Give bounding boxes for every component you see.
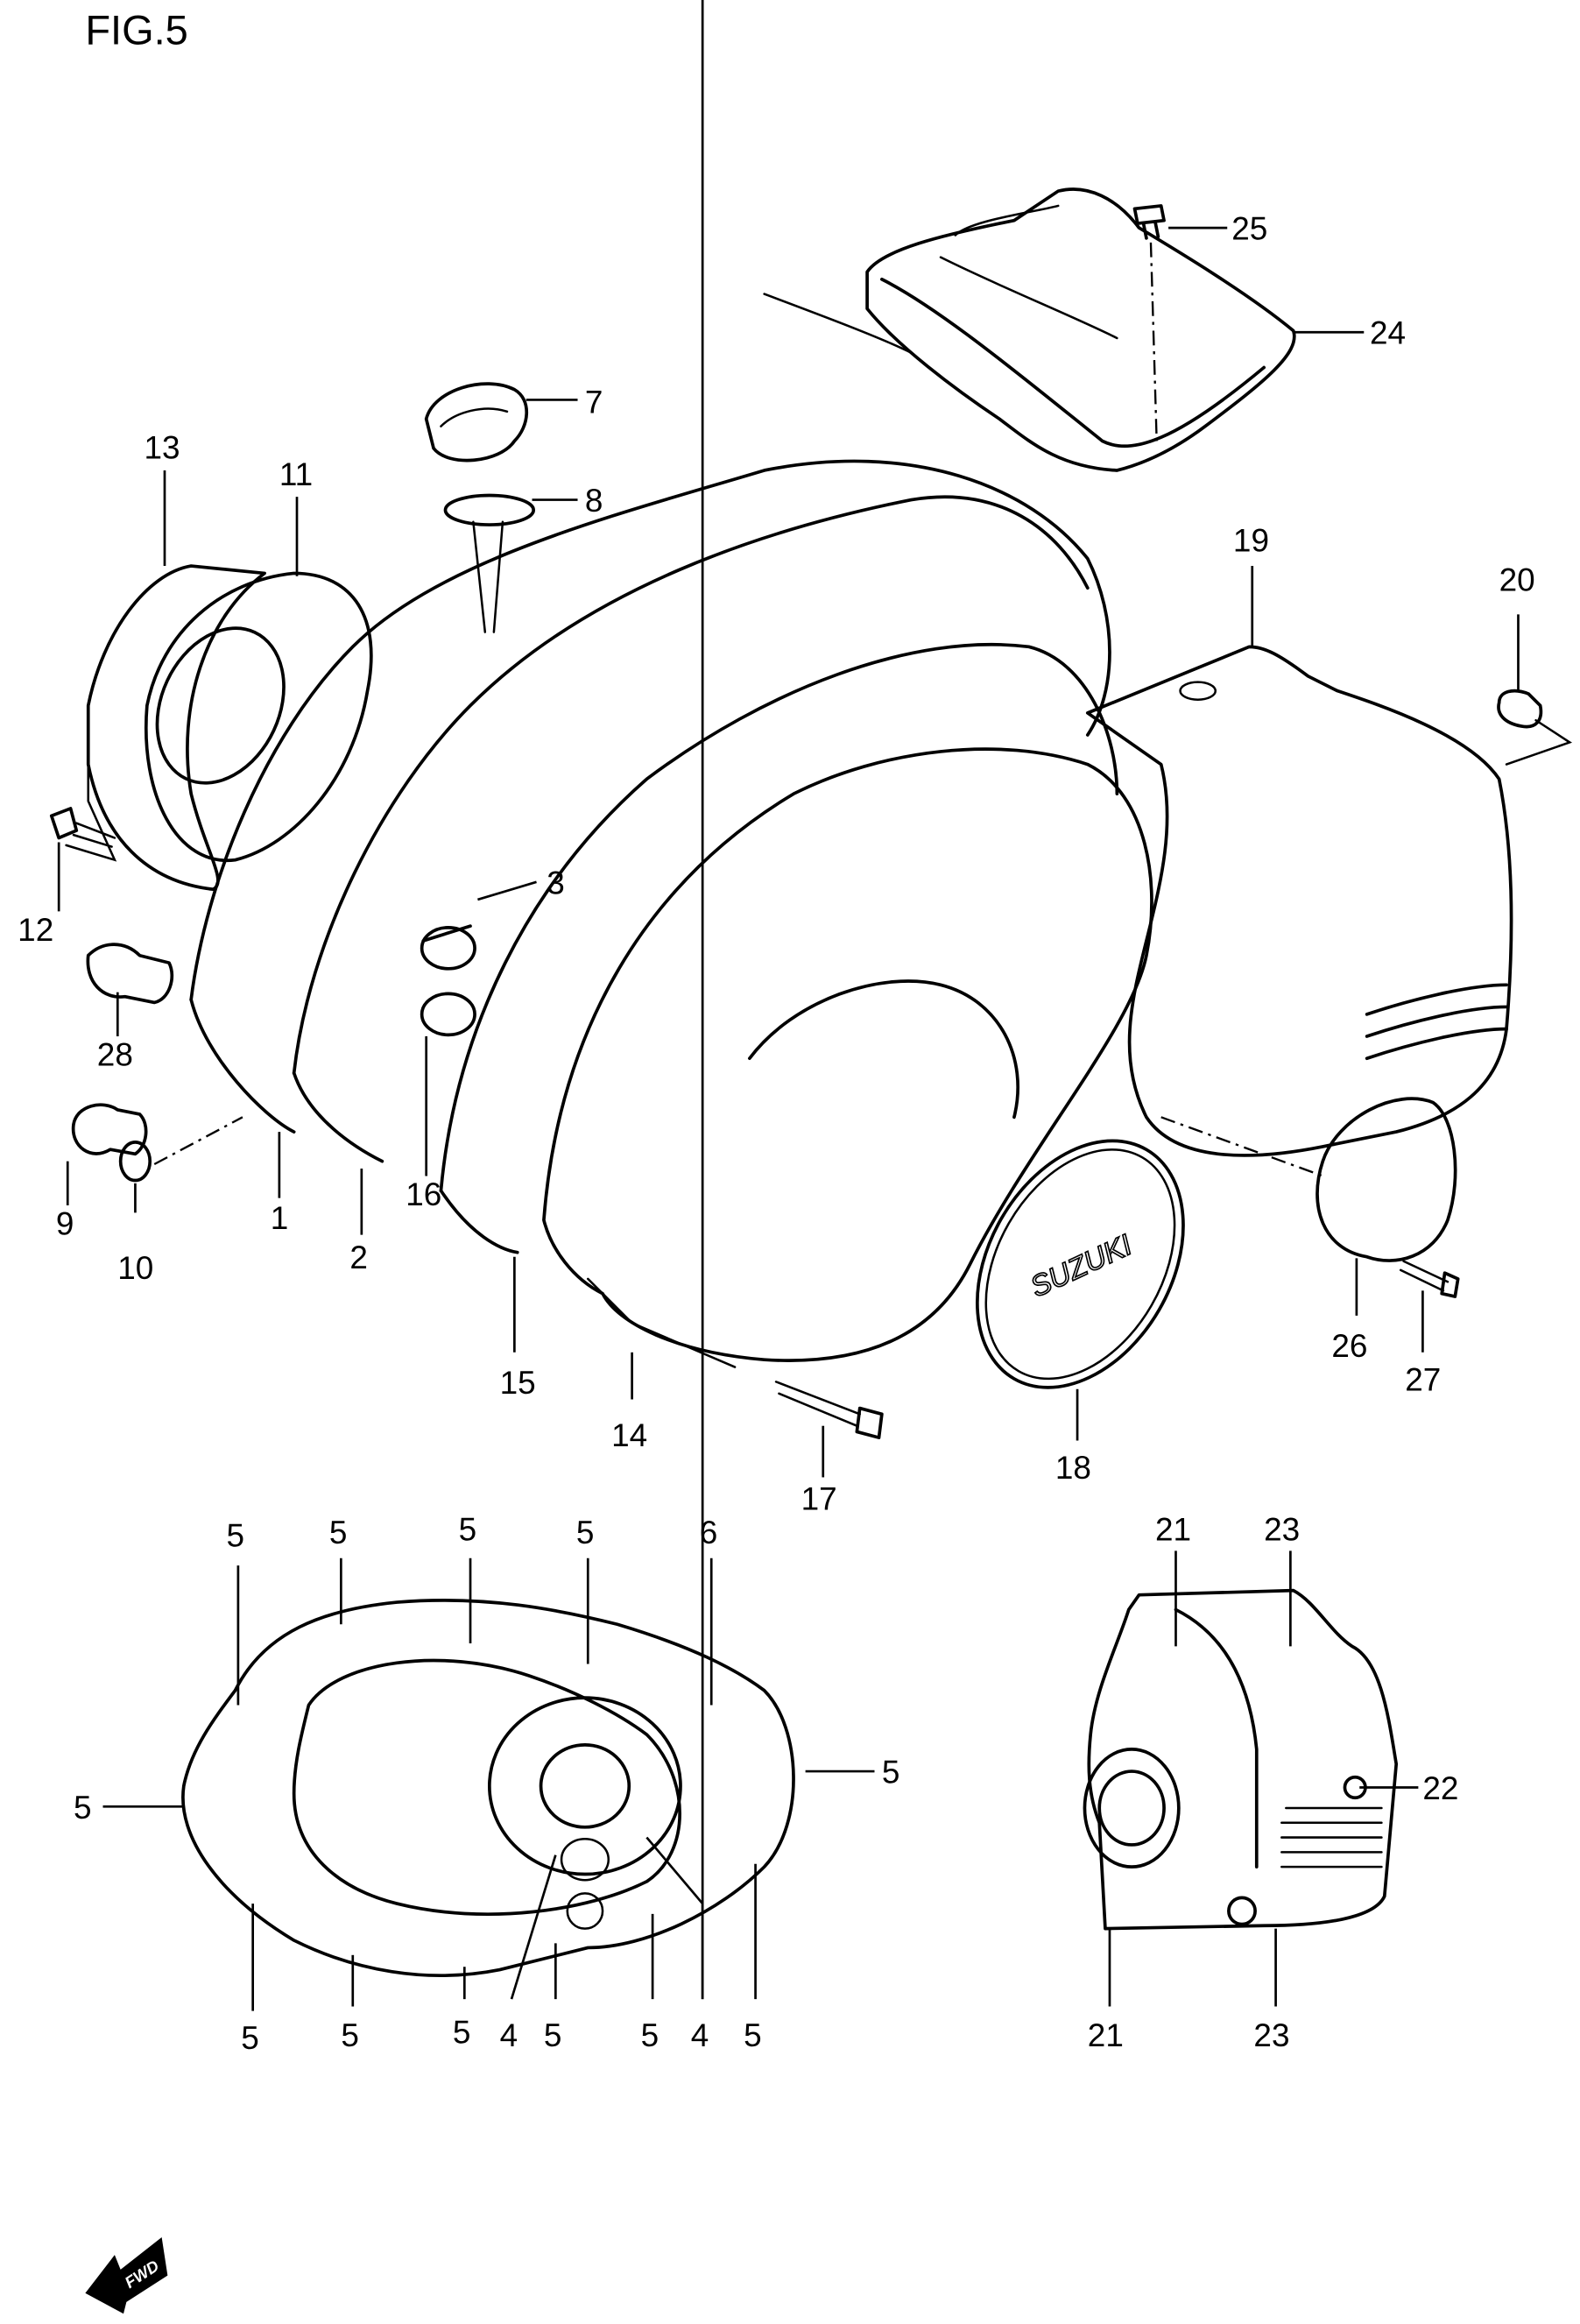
label-part-19: 19 — [1233, 522, 1269, 558]
part-8-o-ring — [443, 493, 536, 526]
leader-gasket-bottom-4 — [510, 1854, 557, 2000]
gasket-label-top-4: 5 — [576, 1515, 595, 1551]
label-part-8: 8 — [585, 483, 603, 519]
part-24-cover — [763, 187, 1296, 472]
label-part-20: 20 — [1499, 562, 1535, 598]
gasket-label-bottom-4: 4 — [500, 2017, 518, 2053]
part-17-bolt — [774, 1381, 884, 1439]
gasket-label-right: 5 — [882, 1754, 900, 1790]
gasket-label-bottom-5: 5 — [544, 2017, 562, 2053]
gasket-label-bottom-3: 5 — [453, 2014, 471, 2050]
cover-label-bottom-23: 23 — [1253, 2017, 1289, 2053]
label-part-12: 12 — [18, 912, 53, 948]
part-22-hole — [1343, 1775, 1367, 1800]
label-part-24: 24 — [1370, 315, 1406, 351]
part-14-clutch-cover — [542, 747, 1153, 1368]
label-part-26: 26 — [1331, 1328, 1367, 1364]
gasket-label-top-5: 6 — [700, 1515, 718, 1551]
label-part-25: 25 — [1231, 211, 1267, 247]
label-part-28: 28 — [97, 1037, 133, 1073]
part-16-dowel — [420, 992, 476, 1037]
assembly-line-13 — [65, 755, 117, 862]
cover-label-top-21: 21 — [1155, 1512, 1191, 1548]
emblem-text: SUZUKI — [1026, 1229, 1137, 1304]
part-15-gasket — [439, 642, 1119, 1193]
gasket-label-bottom-7: 4 — [691, 2017, 709, 2053]
cover-label-bottom-21: 21 — [1088, 2017, 1124, 2053]
label-part-1: 1 — [271, 1200, 289, 1236]
cover-label-top-23: 23 — [1264, 1512, 1300, 1548]
gasket-label-top-3: 5 — [459, 1512, 477, 1548]
part-26-cap — [1315, 1097, 1457, 1262]
dipstick — [472, 520, 504, 633]
part-20-bushing — [1497, 689, 1543, 729]
label-part-14: 14 — [611, 1417, 647, 1453]
label-part-11: 11 — [279, 456, 313, 492]
label-part-18: 18 — [1055, 1450, 1091, 1486]
part-25-bolt — [1132, 204, 1166, 240]
assembly-line-20 — [1505, 718, 1573, 766]
gasket-label-bottom-8: 5 — [744, 2017, 762, 2053]
label-part-2: 2 — [349, 1240, 368, 1275]
part-3-dowel — [420, 924, 476, 971]
label-part-9: 9 — [56, 1206, 74, 1242]
part-18-emblem: SUZUKI — [976, 1139, 1185, 1389]
gasket-label-bottom-1: 5 — [241, 2020, 259, 2056]
label-part-17: 17 — [801, 1480, 837, 1516]
label-part-16: 16 — [406, 1176, 441, 1212]
part-9-drain-plug — [71, 1103, 148, 1156]
label-part-15: 15 — [500, 1365, 536, 1401]
forward-direction-arrow: FWD — [85, 2236, 168, 2314]
label-part-10: 10 — [117, 1250, 153, 1286]
part-1-crankcase — [189, 459, 1111, 1134]
label-part-13: 13 — [144, 430, 180, 466]
gasket-label-top-1: 5 — [226, 1517, 244, 1553]
part-7-oil-cap — [424, 382, 529, 463]
part-10-washer — [118, 1141, 152, 1183]
gasket-label-top-2: 5 — [329, 1515, 348, 1551]
label-part-27: 27 — [1405, 1361, 1441, 1397]
gasket-detail — [181, 1599, 795, 1977]
label-part-7: 7 — [585, 385, 603, 420]
figure-title: FIG.5 — [85, 6, 187, 53]
leader-gasket-bottom-7b — [645, 1836, 704, 2000]
part-12-bolt — [49, 807, 116, 848]
centerline-9-10 — [153, 1116, 243, 1166]
part-13-cover — [86, 564, 266, 892]
part-27-screw — [1399, 1260, 1460, 1298]
cover-detail — [1083, 1588, 1399, 1931]
part-28-switch — [86, 943, 174, 1005]
gasket-label-left: 5 — [74, 1790, 92, 1826]
leader-3 — [477, 880, 537, 901]
gasket-label-bottom-2: 5 — [341, 2017, 359, 2053]
centerline-25 — [1149, 242, 1158, 441]
cover-label-22: 22 — [1422, 1770, 1458, 1806]
part-2-gasket — [292, 495, 1090, 1075]
gasket-label-bottom-6: 5 — [641, 2017, 660, 2053]
part-19-side-cover — [1085, 645, 1513, 1157]
part-11-gasket — [145, 571, 373, 863]
